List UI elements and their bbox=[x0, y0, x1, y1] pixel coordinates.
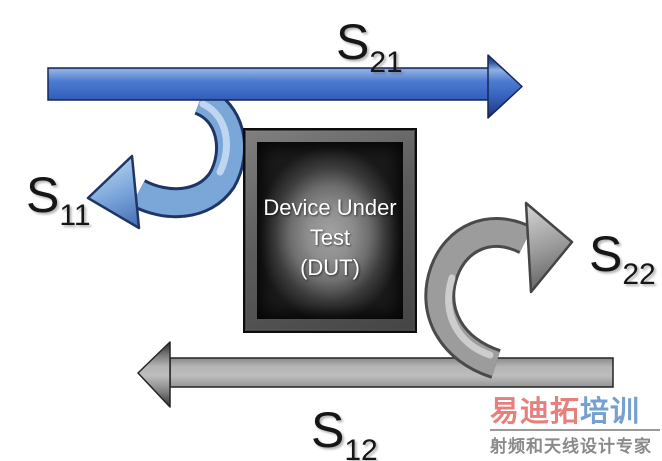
s12-reverse-arrow bbox=[137, 341, 614, 408]
watermark-brand-primary: 易迪拓 bbox=[490, 395, 581, 428]
watermark: 易迪拓培训 射频和天线设计专家 bbox=[490, 395, 660, 457]
s11-label: S11 bbox=[26, 166, 91, 233]
s22-reflection-arrow bbox=[424, 201, 574, 379]
s11-reflection-arrow bbox=[86, 85, 247, 230]
s22-subscript: 22 bbox=[622, 258, 656, 291]
s11-arrowhead bbox=[86, 154, 141, 230]
dut-box: Device Under Test (DUT) bbox=[243, 128, 417, 333]
s22-label: S22 bbox=[589, 225, 656, 292]
s21-arrow-shaft bbox=[47, 67, 491, 101]
s21-symbol: S bbox=[336, 14, 370, 70]
dut-box-inner: Device Under Test (DUT) bbox=[257, 142, 403, 319]
s21-subscript: 21 bbox=[369, 46, 403, 79]
dut-label-line3: (DUT) bbox=[300, 254, 360, 280]
s21-forward-arrow bbox=[47, 54, 523, 119]
s12-symbol: S bbox=[311, 402, 345, 458]
watermark-brand: 易迪拓培训 bbox=[490, 395, 660, 428]
s12-subscript: 12 bbox=[344, 434, 378, 461]
s22-symbol: S bbox=[589, 226, 623, 282]
s11-symbol: S bbox=[26, 167, 60, 223]
dut-label: Device Under Test (DUT) bbox=[263, 193, 396, 283]
watermark-tagline: 射频和天线设计专家 bbox=[490, 437, 652, 456]
dut-box-frame: Device Under Test (DUT) bbox=[245, 130, 415, 331]
s11-subscript: 11 bbox=[59, 199, 91, 232]
watermark-brand-secondary: 培训 bbox=[580, 395, 641, 428]
dut-label-line2: Test bbox=[309, 224, 351, 250]
dut-label-line1: Device Under bbox=[263, 194, 397, 220]
s22-arrowhead bbox=[524, 201, 574, 294]
s12-label: S12 bbox=[311, 401, 378, 461]
s12-arrowhead bbox=[137, 341, 171, 408]
s21-arrowhead bbox=[487, 54, 523, 119]
s12-arrow-shaft bbox=[169, 357, 614, 388]
watermark-divider bbox=[490, 429, 660, 431]
s21-label: S21 bbox=[336, 13, 403, 80]
